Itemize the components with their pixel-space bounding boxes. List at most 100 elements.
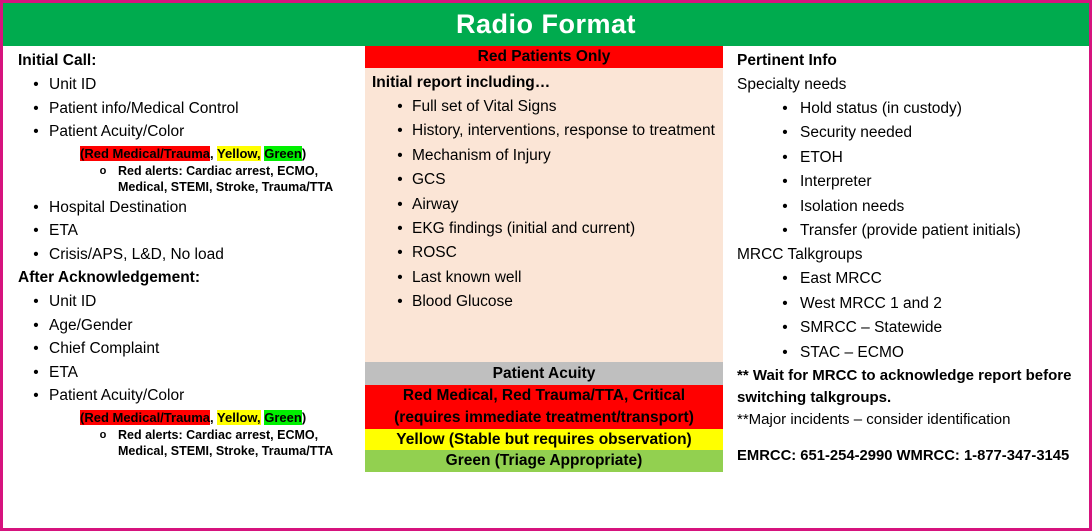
mrcc-wait-note: ** Wait for MRCC to acknowledge report b… <box>737 367 1072 407</box>
list-item-label: ETOH <box>800 148 843 166</box>
separator: , <box>210 145 218 161</box>
list-item: • STAC – ECMO <box>737 341 1081 365</box>
list-item: • Mechanism of Injury <box>372 144 715 168</box>
mrcc-talkgroups-label: MRCC Talkgroups <box>737 246 863 264</box>
bullet-icon: • <box>782 222 788 240</box>
bullet-icon: • <box>782 294 788 312</box>
mrcc-phone-numbers: EMRCC: 651-254-2990 WMRCC: 1-877-347-314… <box>737 448 1070 465</box>
list-item: • ETOH <box>737 146 1081 170</box>
bullet-icon: • <box>397 220 403 238</box>
red-alerts-sub-item: o Red alerts: Cardiac arrest, ECMO, Medi… <box>3 427 365 460</box>
list-item-label: Isolation needs <box>800 197 905 215</box>
list-item-label: ROSC <box>412 244 457 262</box>
bullet-icon: • <box>33 99 39 117</box>
bullet-icon: • <box>782 124 788 142</box>
list-item-label: Interpreter <box>800 173 872 191</box>
list-item-label: GCS <box>412 171 446 189</box>
list-item: • Hospital Destination <box>3 196 365 220</box>
bullet-icon: • <box>782 319 788 337</box>
bullet-icon: • <box>33 245 39 263</box>
list-item-label: Mechanism of Injury <box>412 146 551 164</box>
bullet-icon: • <box>33 76 39 93</box>
list-item-label: East MRCC <box>800 270 882 288</box>
bullet-icon: • <box>397 171 403 189</box>
list-item: • Isolation needs <box>737 195 1081 219</box>
content-columns: Initial Call: • Unit ID • Patient info/M… <box>3 46 1089 528</box>
separator: , <box>210 409 218 425</box>
list-item: • West MRCC 1 and 2 <box>737 292 1081 316</box>
list-item: • GCS <box>372 168 715 192</box>
list-item-label: Security needed <box>800 124 913 142</box>
pertinent-info-heading: Pertinent Info <box>737 52 837 69</box>
acuity-color-line: (Red Medical/Trauma, Yellow, Green) <box>3 408 365 427</box>
red-alerts-text: Red alerts: Cardiac arrest, ECMO, Medica… <box>118 163 334 195</box>
acuity-row-green: Green (Triage Appropriate) <box>365 450 723 472</box>
patient-acuity-header: Patient Acuity <box>365 362 723 385</box>
list-item: • ETA <box>3 219 365 243</box>
bullet-icon: • <box>33 387 39 404</box>
list-item-label: Chief Complaint <box>49 340 160 357</box>
red-highlight: (Red Medical/Trauma <box>80 145 211 161</box>
list-item-label: History, interventions, response to trea… <box>412 122 715 140</box>
list-item: • SMRCC – Statewide <box>737 316 1081 340</box>
list-item: • Blood Glucose <box>372 290 715 314</box>
list-item-label: Last known well <box>412 268 522 286</box>
list-item-label: West MRCC 1 and 2 <box>800 294 942 312</box>
close-paren: ) <box>301 145 307 161</box>
list-item: • ETA <box>3 361 365 385</box>
list-item: • Patient Acuity/Color <box>3 120 365 144</box>
bullet-icon: • <box>397 244 403 262</box>
green-highlight: Green <box>264 409 302 425</box>
bullet-icon: • <box>782 343 788 361</box>
list-item: • Chief Complaint <box>3 337 365 361</box>
close-paren: ) <box>301 409 307 425</box>
bullet-icon: • <box>33 198 39 216</box>
list-item: • Patient Acuity/Color <box>3 384 365 408</box>
bullet-icon: • <box>397 268 403 286</box>
acuity-row-yellow: Yellow (Stable but requires observation) <box>365 429 723 450</box>
acuity-color-line: (Red Medical/Trauma, Yellow, Green) <box>3 144 365 163</box>
bullet-icon: • <box>33 123 39 140</box>
list-item-label: Full set of Vital Signs <box>412 98 557 115</box>
bullet-icon: • <box>397 195 403 213</box>
list-item: • EKG findings (initial and current) <box>372 217 715 241</box>
list-item-label: Hold status (in custody) <box>800 100 962 117</box>
list-item-label: EKG findings (initial and current) <box>412 220 636 238</box>
list-item-label: STAC – ECMO <box>800 343 904 361</box>
yellow-highlight: Yellow, <box>217 409 261 425</box>
bullet-icon: • <box>782 100 788 117</box>
list-item: • Security needed <box>737 121 1081 145</box>
green-highlight: Green <box>264 145 302 161</box>
list-item: • Unit ID <box>3 290 365 314</box>
yellow-highlight: Yellow, <box>217 145 261 161</box>
list-item: • Age/Gender <box>3 314 365 338</box>
red-alerts-text: Red alerts: Cardiac arrest, ECMO, Medica… <box>118 427 334 459</box>
bullet-icon: • <box>397 98 403 115</box>
list-item: • Transfer (provide patient initials) <box>737 219 1081 243</box>
list-item-label: Patient Acuity/Color <box>49 387 185 404</box>
list-item: • Crisis/APS, L&D, No load <box>3 243 365 267</box>
list-item: • Interpreter <box>737 170 1081 194</box>
initial-report-heading: Initial report including… <box>372 74 551 91</box>
red-highlight: (Red Medical/Trauma <box>80 409 211 425</box>
red-alerts-sub-item: o Red alerts: Cardiac arrest, ECMO, Medi… <box>3 163 365 196</box>
page-title: Radio Format <box>455 9 636 39</box>
red-patients-section: Red Patients Only Initial report includi… <box>365 46 723 472</box>
acuity-row-red: Red Medical, Red Trauma/TTA, Critical (r… <box>365 385 723 429</box>
list-item-label: Airway <box>412 195 459 213</box>
bullet-icon: • <box>397 122 403 140</box>
bullet-icon: • <box>33 340 39 357</box>
list-item: • History, interventions, response to tr… <box>372 119 715 143</box>
list-item-label: Unit ID <box>49 293 97 310</box>
title-bar: Radio Format <box>3 3 1089 46</box>
list-item-label: Hospital Destination <box>49 198 187 216</box>
major-incidents-note: **Major incidents – consider identificat… <box>737 411 1011 429</box>
initial-call-section: Initial Call: • Unit ID • Patient info/M… <box>3 46 365 460</box>
list-item: • Unit ID <box>3 73 365 97</box>
initial-report-body: Initial report including… • Full set of … <box>365 68 723 362</box>
list-item-label: Patient info/Medical Control <box>49 99 239 117</box>
bullet-icon: • <box>33 316 39 334</box>
bullet-icon: • <box>33 293 39 310</box>
list-item-label: Patient Acuity/Color <box>49 123 185 140</box>
